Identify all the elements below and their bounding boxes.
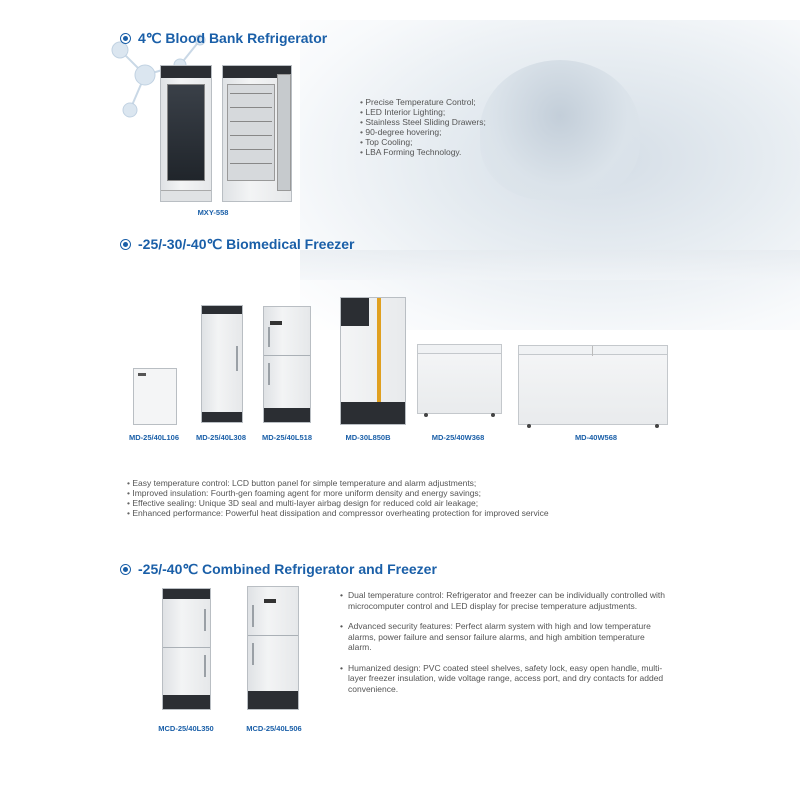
feature-item: Effective sealing: Unique 3D seal and mu… (127, 498, 549, 508)
combined-mcd-25-40l350-image (162, 588, 211, 710)
section-bullet-icon (120, 238, 131, 250)
feature-item: 90-degree hovering; (360, 127, 486, 137)
feature-item: Stainless Steel Sliding Drawers; (360, 117, 485, 127)
model-label: MD-30L850B (345, 433, 391, 442)
model-label: MD-25/40L308 (195, 433, 247, 442)
feature-item: Dual temperature control: Refrigerator a… (340, 590, 670, 611)
feature-item: Advanced security features: Perfect alar… (340, 621, 670, 653)
lab-background-image (300, 20, 800, 330)
model-label: MD-40W568 (574, 433, 618, 442)
freezer-md-25-40l308-image (201, 305, 243, 423)
feature-item: Top Cooling; (360, 137, 486, 147)
freezer-md-30l850b-image (340, 297, 406, 425)
freezer-md-25-40w368-image (417, 344, 502, 417)
section-bullet-icon (120, 32, 131, 44)
model-label: MCD-25/40L506 (246, 724, 302, 733)
model-label: MD-25/40W368 (431, 433, 485, 442)
combined-section-title: -25/-40℃ Combined Refrigerator and Freez… (120, 561, 437, 578)
combined-feature-list: Dual temperature control: Refrigerator a… (340, 590, 670, 704)
model-label: MD-25/40L106 (128, 433, 180, 442)
refrigerator-section-title: 4℃ Blood Bank Refrigerator (120, 30, 327, 47)
control-panel (341, 298, 369, 326)
freezer-feature-list: Easy temperature control: LCD button pan… (127, 478, 549, 518)
freezer-md-40w568-image (518, 345, 668, 428)
refrigerator-feature-list: Precise Temperature Control; LED Interio… (360, 97, 486, 157)
model-label: MCD-25/40L350 (158, 724, 214, 733)
molecule-decoration-icon (111, 34, 206, 118)
feature-item: Precise Temperature Control; (360, 97, 486, 107)
freezer-md-25-40l106-image (133, 368, 177, 425)
feature-item: Easy temperature control: LCD button pan… (127, 478, 549, 488)
feature-item: Improved insulation: Fourth-gen foaming … (127, 488, 549, 498)
refrigerator-closed-image (160, 65, 212, 202)
model-label: MD-25/40L518 (261, 433, 313, 442)
lab-bench (300, 250, 800, 280)
freezer-md-25-40l518-image (263, 306, 311, 423)
scientist-silhouette (480, 60, 640, 200)
glass-door (167, 84, 205, 181)
refrigerator-open-image (222, 65, 292, 202)
feature-item: Enhanced performance: Powerful heat diss… (127, 508, 548, 518)
section-bullet-icon (120, 563, 131, 575)
feature-item: LBA Forming Technology. (360, 147, 486, 157)
refrigerator-interior (227, 84, 275, 181)
feature-item: LED Interior Lighting; (360, 107, 486, 117)
accent-stripe (377, 298, 381, 402)
refrigerator-model-label: MXY-558 (197, 208, 229, 217)
feature-item: Humanized design: PVC coated steel shelv… (340, 663, 670, 695)
freezer-section-title: -25/-30/-40℃ Biomedical Freezer (120, 236, 354, 253)
open-door (277, 74, 291, 191)
combined-mcd-25-40l506-image (247, 586, 299, 710)
